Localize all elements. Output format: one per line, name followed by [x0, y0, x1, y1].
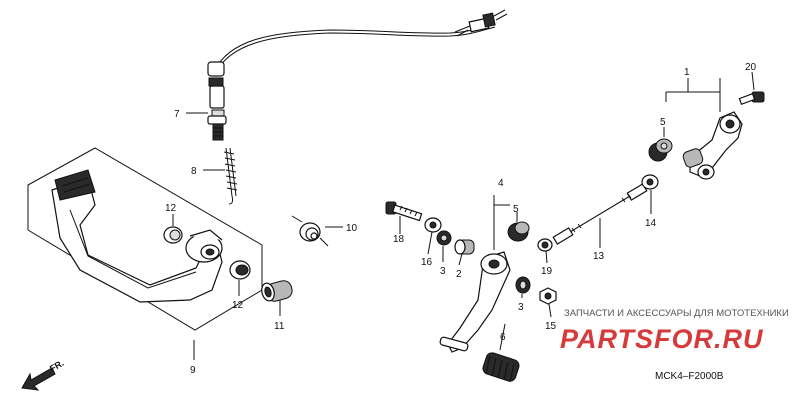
nut-15: [539, 287, 557, 305]
collar-11: [261, 280, 293, 302]
front-label: FR.: [48, 358, 66, 374]
washer-16: [424, 217, 442, 233]
callout-16: 16: [421, 257, 433, 268]
callout-18: 18: [393, 234, 405, 245]
callout-2: 2: [456, 269, 462, 280]
callout-8: 8: [191, 166, 197, 177]
callout-19: 19: [541, 266, 553, 277]
bushing-12-lower: [229, 260, 251, 280]
callout-13: 13: [593, 251, 605, 262]
cable-end-fitting: [207, 61, 227, 141]
tie-rod-13: [552, 183, 648, 245]
collar-2: [454, 239, 475, 255]
callout-4: 4: [498, 178, 504, 189]
callout-20: 20: [745, 62, 757, 73]
bushing-3-lower: [515, 276, 531, 294]
front-direction-indicator: FR.: [21, 358, 66, 391]
watermark: ЗАПЧАСТИ И АКСЕССУАРЫ ДЛЯ МОТОТЕХНИКИ PA…: [560, 308, 789, 354]
callout-10: 10: [346, 223, 358, 234]
callout-numbers: 7 8 12 12 11 9 10 18 16 3 2 4 5 19 3 15 …: [165, 62, 757, 376]
callout-15: 15: [545, 321, 557, 332]
brake-cable: [214, 9, 508, 73]
callout-9: 9: [190, 365, 196, 376]
callout-7: 7: [174, 109, 180, 120]
watermark-logo: PARTSFOR.RU: [560, 324, 764, 354]
leader-lines: [172, 71, 755, 360]
bolt-18: [385, 201, 423, 222]
bushing-5-upper: [648, 138, 673, 162]
watermark-caption: ЗАПЧАСТИ И АКСЕССУАРЫ ДЛЯ МОТОТЕХНИКИ: [564, 308, 789, 319]
bushing-3-upper: [436, 230, 452, 246]
nut-19: [537, 238, 553, 252]
bushing-12-upper: [163, 226, 183, 244]
callout-1: 1: [684, 67, 690, 78]
shift-rubber: [482, 352, 520, 383]
callout-3-upper: 3: [440, 266, 446, 277]
bushing-5-middle: [507, 221, 530, 242]
callout-12-upper: 12: [165, 203, 177, 214]
callout-3-lower: 3: [518, 302, 524, 313]
nut-14: [641, 174, 659, 190]
callout-6: 6: [500, 332, 506, 343]
callout-5-middle: 5: [513, 204, 519, 215]
callout-5-upper: 5: [660, 117, 666, 128]
diagram-code: MCK4–F2000B: [655, 371, 724, 382]
front-arrow-icon: [21, 367, 56, 391]
shift-pedal-6: [439, 251, 511, 353]
bolt-20: [738, 91, 765, 105]
callout-11: 11: [274, 321, 285, 332]
brake-pedal: [51, 169, 223, 303]
shift-arm-1: [682, 111, 743, 180]
spring-8: [223, 147, 238, 205]
callout-12-lower: 12: [232, 300, 244, 311]
return-spring-10: [291, 215, 329, 247]
callout-14: 14: [645, 218, 657, 229]
